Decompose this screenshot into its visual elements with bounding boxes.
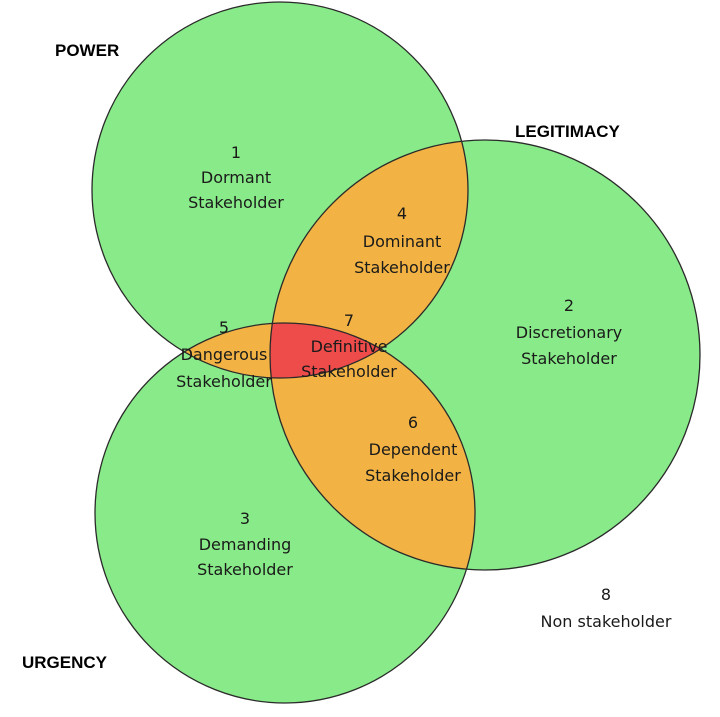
region-name-line1: Dependent [369, 440, 458, 459]
region-name-line2: Stakeholder [301, 362, 397, 381]
region-number: 7 [344, 311, 354, 330]
region-name-line2: Stakeholder [176, 372, 272, 391]
region-number: 3 [240, 509, 250, 528]
set-label-urgency: URGENCY [22, 653, 108, 672]
region-name-line2: Stakeholder [188, 193, 284, 212]
region-name-line1: Demanding [199, 535, 292, 554]
region-dependent: 6 Dependent Stakeholder [365, 413, 461, 485]
region-number: 5 [219, 318, 229, 337]
region-number: 6 [408, 413, 418, 432]
region-number: 4 [397, 204, 407, 223]
region-definitive: 7 Definitive Stakeholder [301, 311, 397, 381]
region-name-line2: Stakeholder [354, 258, 450, 277]
region-name-line1: Definitive [311, 337, 388, 356]
region-dangerous: 5 Dangerous Stakeholder [176, 318, 272, 391]
region-name-line1: Dangerous [181, 345, 268, 364]
power-legitimacy-overlap [270, 140, 468, 378]
set-label-legitimacy: LEGITIMACY [515, 122, 620, 141]
region-dormant: 1 Dormant Stakeholder [188, 143, 284, 212]
power-outline [91, 1, 469, 379]
region-number: 2 [564, 296, 574, 315]
region-name-line1: Discretionary [516, 323, 622, 342]
region-demanding: 3 Demanding Stakeholder [197, 509, 293, 579]
region-non-stakeholder: 8 Non stakeholder [541, 585, 672, 631]
region-name-line2: Stakeholder [197, 560, 293, 579]
region-name-line1: Dormant [201, 168, 271, 187]
region-name-line2: Stakeholder [521, 349, 617, 368]
region-name-line2: Stakeholder [365, 466, 461, 485]
region-name-line1: Dominant [363, 232, 442, 251]
region-discretionary: 2 Discretionary Stakeholder [516, 296, 622, 368]
urgency-outline [94, 322, 476, 704]
region-dominant: 4 Dominant Stakeholder [354, 204, 450, 277]
region-name: Non stakeholder [541, 612, 672, 631]
set-label-power: POWER [55, 41, 119, 60]
region-number: 1 [231, 143, 241, 162]
region-number: 8 [601, 585, 611, 604]
legitimacy-outline [269, 139, 701, 571]
